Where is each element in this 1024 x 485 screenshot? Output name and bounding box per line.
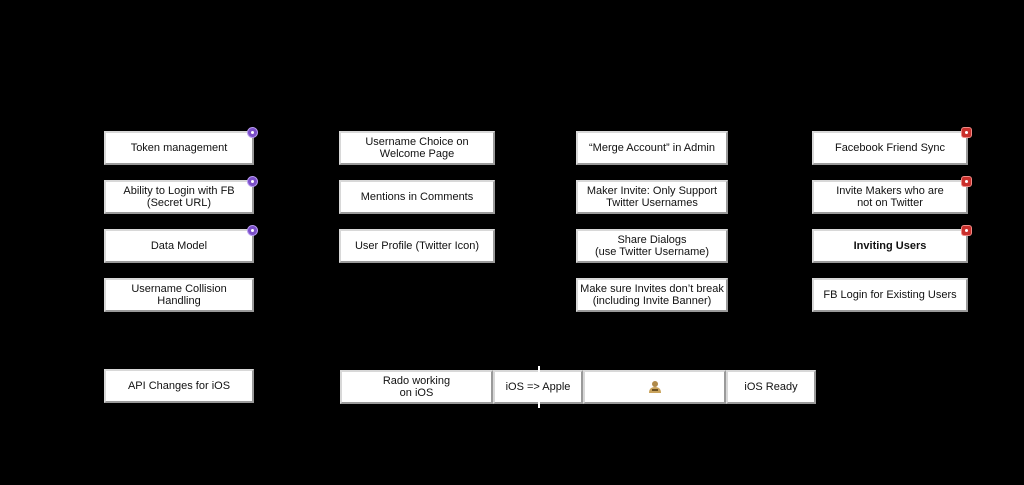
card-label: Maker Invite: Only Support Twitter Usern… [586, 185, 718, 209]
card-facebook-friend-sync: Facebook Friend Sync [812, 127, 972, 165]
red-badge-icon [961, 225, 972, 236]
card-label: Token management [130, 142, 228, 154]
ios-timeline-bar: Rado working on iOS iOS => Apple iOS Rea… [340, 366, 816, 408]
purple-badge-icon [247, 225, 258, 236]
timeline-segment-icon [583, 370, 726, 404]
card-user-profile: User Profile (Twitter Icon) [339, 229, 495, 263]
card-fb-login-existing: FB Login for Existing Users [812, 278, 968, 312]
card-merge-account: “Merge Account” in Admin [576, 131, 728, 165]
card-label: Data Model [150, 240, 208, 252]
card-inviting-users: Inviting Users [812, 225, 972, 263]
card-label: User Profile (Twitter Icon) [354, 240, 480, 252]
card-label: Invite Makers who are not on Twitter [836, 185, 944, 209]
card-maker-invite: Maker Invite: Only Support Twitter Usern… [576, 180, 728, 214]
card-label: FB Login for Existing Users [823, 289, 957, 301]
card-username-choice: Username Choice on Welcome Page [339, 131, 495, 165]
card-login-with-fb: Ability to Login with FB (Secret URL) [104, 176, 258, 214]
card-data-model: Data Model [104, 225, 258, 263]
card-invite-makers: Invite Makers who are not on Twitter [812, 176, 972, 214]
card-username-collision: Username Collision Handling [104, 278, 254, 312]
card-label: Username Collision Handling [131, 283, 227, 307]
card-label: Share Dialogs (use Twitter Username) [594, 234, 710, 258]
card-label: Inviting Users [853, 240, 927, 252]
card-label: Ability to Login with FB (Secret URL) [123, 185, 235, 209]
card-label: API Changes for iOS [127, 380, 231, 392]
card-token-management: Token management [104, 127, 258, 165]
timeline-label: iOS => Apple [505, 381, 571, 393]
timeline-segment-rado: Rado working on iOS [340, 370, 493, 404]
card-mentions-in-comments: Mentions in Comments [339, 180, 495, 214]
red-badge-icon [961, 176, 972, 187]
red-badge-icon [961, 127, 972, 138]
card-label: Make sure Invites don’t break (including… [580, 283, 724, 307]
card-api-changes-ios: API Changes for iOS [104, 369, 254, 403]
card-label: Mentions in Comments [360, 191, 474, 203]
timeline-segment-ios-ready: iOS Ready [726, 370, 816, 404]
timeline-tick [538, 402, 540, 408]
timeline-segment-apple: iOS => Apple [493, 366, 583, 408]
person-icon [648, 381, 661, 393]
purple-badge-icon [247, 176, 258, 187]
timeline-tick [538, 366, 540, 372]
card-share-dialogs: Share Dialogs (use Twitter Username) [576, 229, 728, 263]
purple-badge-icon [247, 127, 258, 138]
card-label: “Merge Account” in Admin [589, 142, 715, 154]
card-label: Username Choice on Welcome Page [365, 136, 469, 160]
timeline-label: Rado working on iOS [382, 375, 451, 399]
card-invites-dont-break: Make sure Invites don’t break (including… [576, 278, 728, 312]
timeline-label: iOS Ready [744, 381, 798, 393]
card-label: Facebook Friend Sync [834, 142, 946, 154]
